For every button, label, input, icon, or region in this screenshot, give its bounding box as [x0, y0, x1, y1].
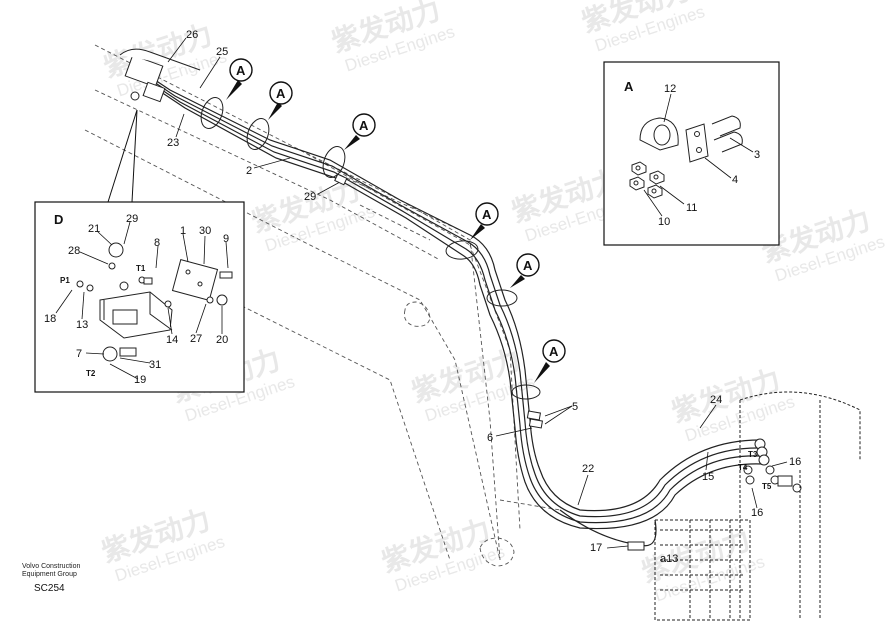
main-leaders — [167, 37, 788, 549]
label-2: 2 — [246, 165, 252, 177]
section-marker-a: A — [510, 253, 540, 288]
section-marker-a: A — [226, 58, 253, 100]
label-17: 17 — [590, 542, 602, 554]
label-t3: T3 — [748, 450, 758, 459]
detail-d-label-31: 31 — [149, 359, 161, 371]
detail-d-label-13: 13 — [76, 319, 88, 331]
label-22: 22 — [582, 463, 594, 475]
caption-line-1: Volvo Construction — [22, 563, 81, 570]
detail-a-label-3: 3 — [754, 149, 760, 161]
label-16: 16 — [789, 456, 801, 468]
section-marker-a: A — [470, 202, 499, 240]
detail-d-title: D — [54, 212, 63, 227]
detail-d-label-t2: T2 — [86, 369, 96, 378]
top-valve-block — [119, 48, 201, 103]
detail-d-label-19: 19 — [134, 374, 146, 386]
section-marker-a: A — [268, 81, 293, 120]
detail-a-label-12: 12 — [664, 83, 676, 95]
section-markers: A A A A A A — [226, 58, 566, 383]
detail-d-label-8: 8 — [154, 237, 160, 249]
detail-d-label-t1: T1 — [136, 264, 146, 273]
detail-d-label-18: 18 — [44, 313, 56, 325]
caption-line-2: Equipment Group — [22, 571, 77, 578]
section-marker-a: A — [534, 339, 566, 383]
svg-text:A: A — [236, 63, 246, 78]
publisher-caption: Volvo Construction Equipment Group — [22, 563, 80, 579]
label-t4: T4 — [738, 463, 748, 472]
diagram-code: SC254 — [34, 583, 65, 594]
svg-text:A: A — [523, 258, 533, 273]
label-25: 25 — [216, 46, 228, 58]
svg-text:A: A — [482, 207, 492, 222]
detail-a-title: A — [624, 79, 634, 94]
detail-d-label-28: 28 — [68, 245, 80, 257]
detail-d-label-30: 30 — [199, 225, 211, 237]
section-marker-a: A — [344, 113, 376, 150]
control-valve — [654, 391, 861, 621]
label-24: 24 — [710, 394, 722, 406]
label-26: 26 — [186, 29, 198, 41]
label-5: 5 — [572, 401, 578, 413]
detail-d-label-29: 29 — [126, 213, 138, 225]
main-fittings — [334, 173, 802, 551]
svg-text:A: A — [549, 344, 559, 359]
detail-a-label-10: 10 — [658, 216, 670, 228]
label-29: 29 — [304, 191, 316, 203]
main-part-labels: 26 25 23 2 29 5 6 22 24 16 15 T3 T4 T5 1… — [167, 29, 801, 565]
detail-d-label-1: 1 — [180, 225, 186, 237]
label-23: 23 — [167, 137, 179, 149]
detail-d-label-7: 7 — [76, 348, 82, 360]
detail-d-label-9: 9 — [223, 233, 229, 245]
detail-d-panel: D — [34, 109, 245, 393]
detail-d-label-21: 21 — [88, 223, 100, 235]
detail-a-panel: A 12 3 4 11 10 — [603, 61, 780, 246]
label-6: 6 — [487, 432, 493, 444]
detail-a-label-11: 11 — [686, 202, 697, 214]
label-t5: T5 — [762, 482, 772, 491]
svg-text:A: A — [359, 118, 369, 133]
detail-d-label-20: 20 — [216, 334, 228, 346]
detail-d-label-14: 14 — [166, 334, 178, 346]
label-a13: a13 — [660, 553, 678, 565]
clamp-rings — [200, 97, 541, 400]
label-16b: 16 — [751, 507, 763, 519]
detail-d-label-27: 27 — [190, 333, 202, 345]
svg-text:A: A — [276, 86, 286, 101]
detail-a-label-4: 4 — [732, 174, 738, 186]
label-15: 15 — [702, 471, 714, 483]
detail-d-label-p1: P1 — [60, 276, 70, 285]
